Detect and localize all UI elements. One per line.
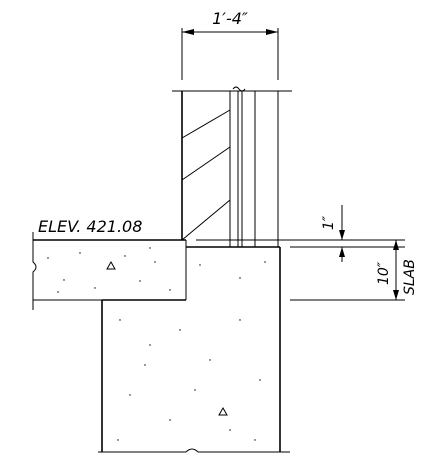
slab-text-label: SLAB bbox=[402, 259, 418, 295]
arrowhead-left-icon bbox=[182, 29, 194, 35]
arrowhead-right-icon bbox=[266, 29, 278, 35]
arrowhead-up-icon bbox=[339, 247, 345, 257]
footing bbox=[98, 246, 290, 453]
wall bbox=[172, 86, 292, 247]
triangle-icon bbox=[106, 260, 116, 270]
footing-break-icon bbox=[185, 448, 199, 453]
wall-width-label: 1′-4″ bbox=[212, 9, 248, 28]
triangle-icon bbox=[218, 406, 228, 416]
slab-break-icon bbox=[32, 232, 37, 310]
slab-dimension-label: 10″ bbox=[376, 261, 392, 285]
step-dimension-label: 1″ bbox=[321, 215, 337, 230]
arrowhead-down-icon bbox=[339, 230, 345, 240]
arrowhead-up-icon bbox=[393, 240, 399, 250]
slab bbox=[32, 232, 187, 310]
wall-width-dimension: 1′-4″ bbox=[181, 9, 279, 80]
arrowhead-down-icon bbox=[393, 290, 399, 300]
break-symbol-icon bbox=[232, 86, 246, 92]
slab-dimensions: 1″ 10″ SLAB bbox=[196, 205, 418, 301]
elevation-label: ELEV. 421.08 bbox=[38, 217, 142, 236]
